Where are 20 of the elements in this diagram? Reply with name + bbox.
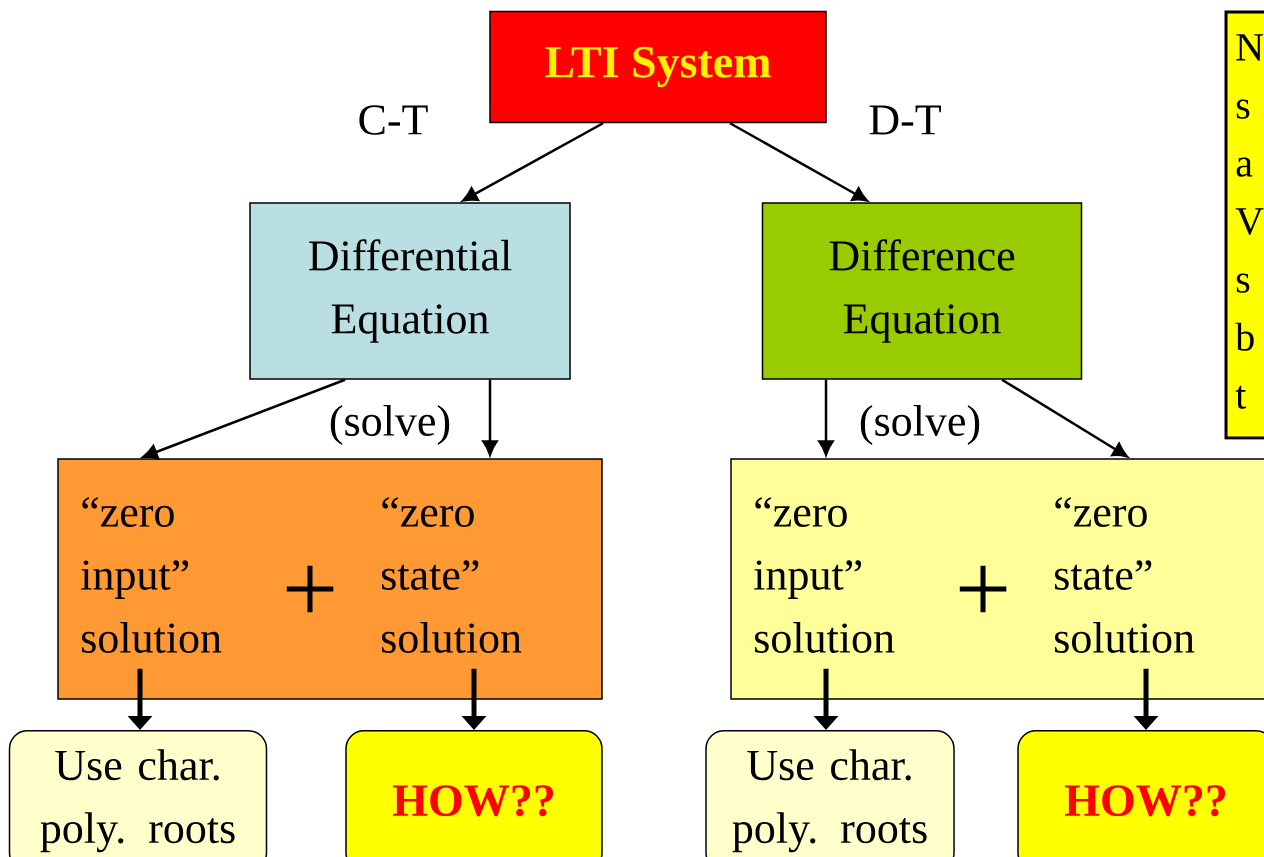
edge-label: (solve)	[856, 403, 984, 447]
arrow	[142, 378, 346, 460]
process-box: Difference Equation	[761, 202, 1083, 380]
title-box: LTI System	[489, 10, 827, 124]
solution-box: “zero input” solution + “zero state” solution	[730, 458, 1264, 700]
arrow	[462, 122, 604, 202]
edge-label: C-T	[355, 103, 431, 137]
note-box: N s a V s b t	[1224, 10, 1264, 440]
edge-label: (solve)	[326, 403, 454, 447]
method-box: Use char. poly. roots	[705, 730, 955, 857]
arrow	[1001, 378, 1128, 458]
edge-label: D-T	[866, 103, 944, 137]
process-box: Differential Equation	[249, 202, 571, 380]
question-box: HOW??	[1017, 730, 1264, 857]
solution-box: “zero input” solution + “zero state” solution	[57, 458, 603, 700]
arrow	[729, 122, 868, 202]
arrow	[482, 379, 498, 456]
arrow	[818, 379, 834, 456]
question-box: HOW??	[345, 730, 603, 857]
method-box: Use char. poly. roots	[8, 730, 268, 857]
